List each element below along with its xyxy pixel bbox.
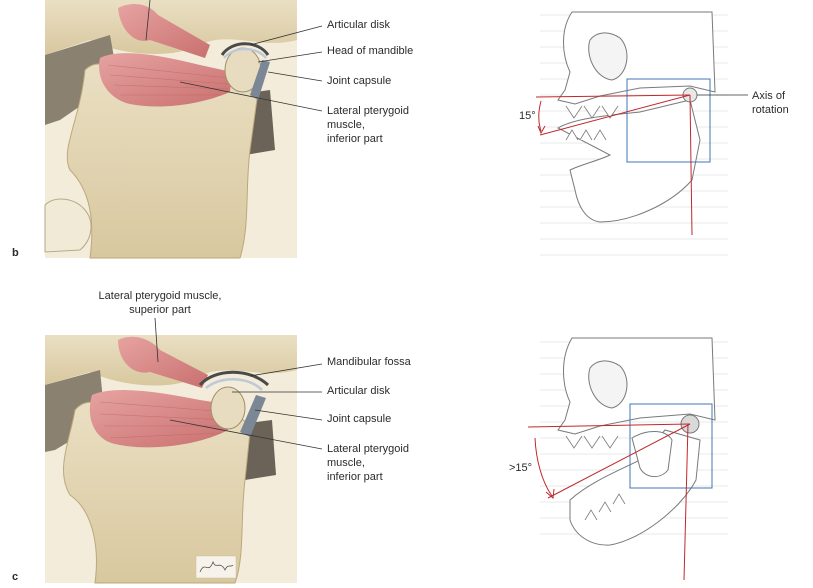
schematic-b-axis-label-line1: Axis of [752,90,786,102]
panel-letter-b: b [12,247,19,259]
label-joint-capsule-c: Joint capsule [327,413,392,425]
panel-c-illustration [45,335,297,584]
panel-b-schematic [535,11,748,256]
label-lat-pterygoid-inferior-c-line2: muscle, [327,457,365,469]
label-joint-capsule-b: Joint capsule [327,75,392,87]
label-lat-pterygoid-superior-line1: Lateral pterygoid muscle, [98,290,222,302]
panel-b-leader-lines [145,0,323,112]
label-head-of-mandible: Head of mandible [327,45,414,57]
label-lat-pterygoid-superior-line2: superior part [129,304,191,316]
label-articular-disk-b: Articular disk [327,19,390,31]
label-articular-disk-c: Articular disk [327,385,390,397]
label-lat-pterygoid-inferior-b-line1: Lateral pterygoid [327,105,409,117]
label-lat-pterygoid-inferior-b-line2: muscle, [327,119,365,131]
label-mandibular-fossa: Mandibular fossa [327,356,411,368]
panel-letter-c: c [12,571,19,583]
panel-c-schematic [527,337,728,581]
label-lat-pterygoid-inferior-b-line3: inferior part [327,133,383,145]
schematic-c-angle-label: >15° [509,462,533,474]
label-lat-pterygoid-inferior-c-line3: inferior part [327,471,383,483]
panel-b-illustration [44,0,297,259]
label-lat-pterygoid-inferior-c-line1: Lateral pterygoid [327,443,409,455]
schematic-b-angle-label: 15° [519,110,536,122]
schematic-b-axis-label-line2: rotation [752,104,789,116]
panel-c-leader-lines [154,317,323,450]
